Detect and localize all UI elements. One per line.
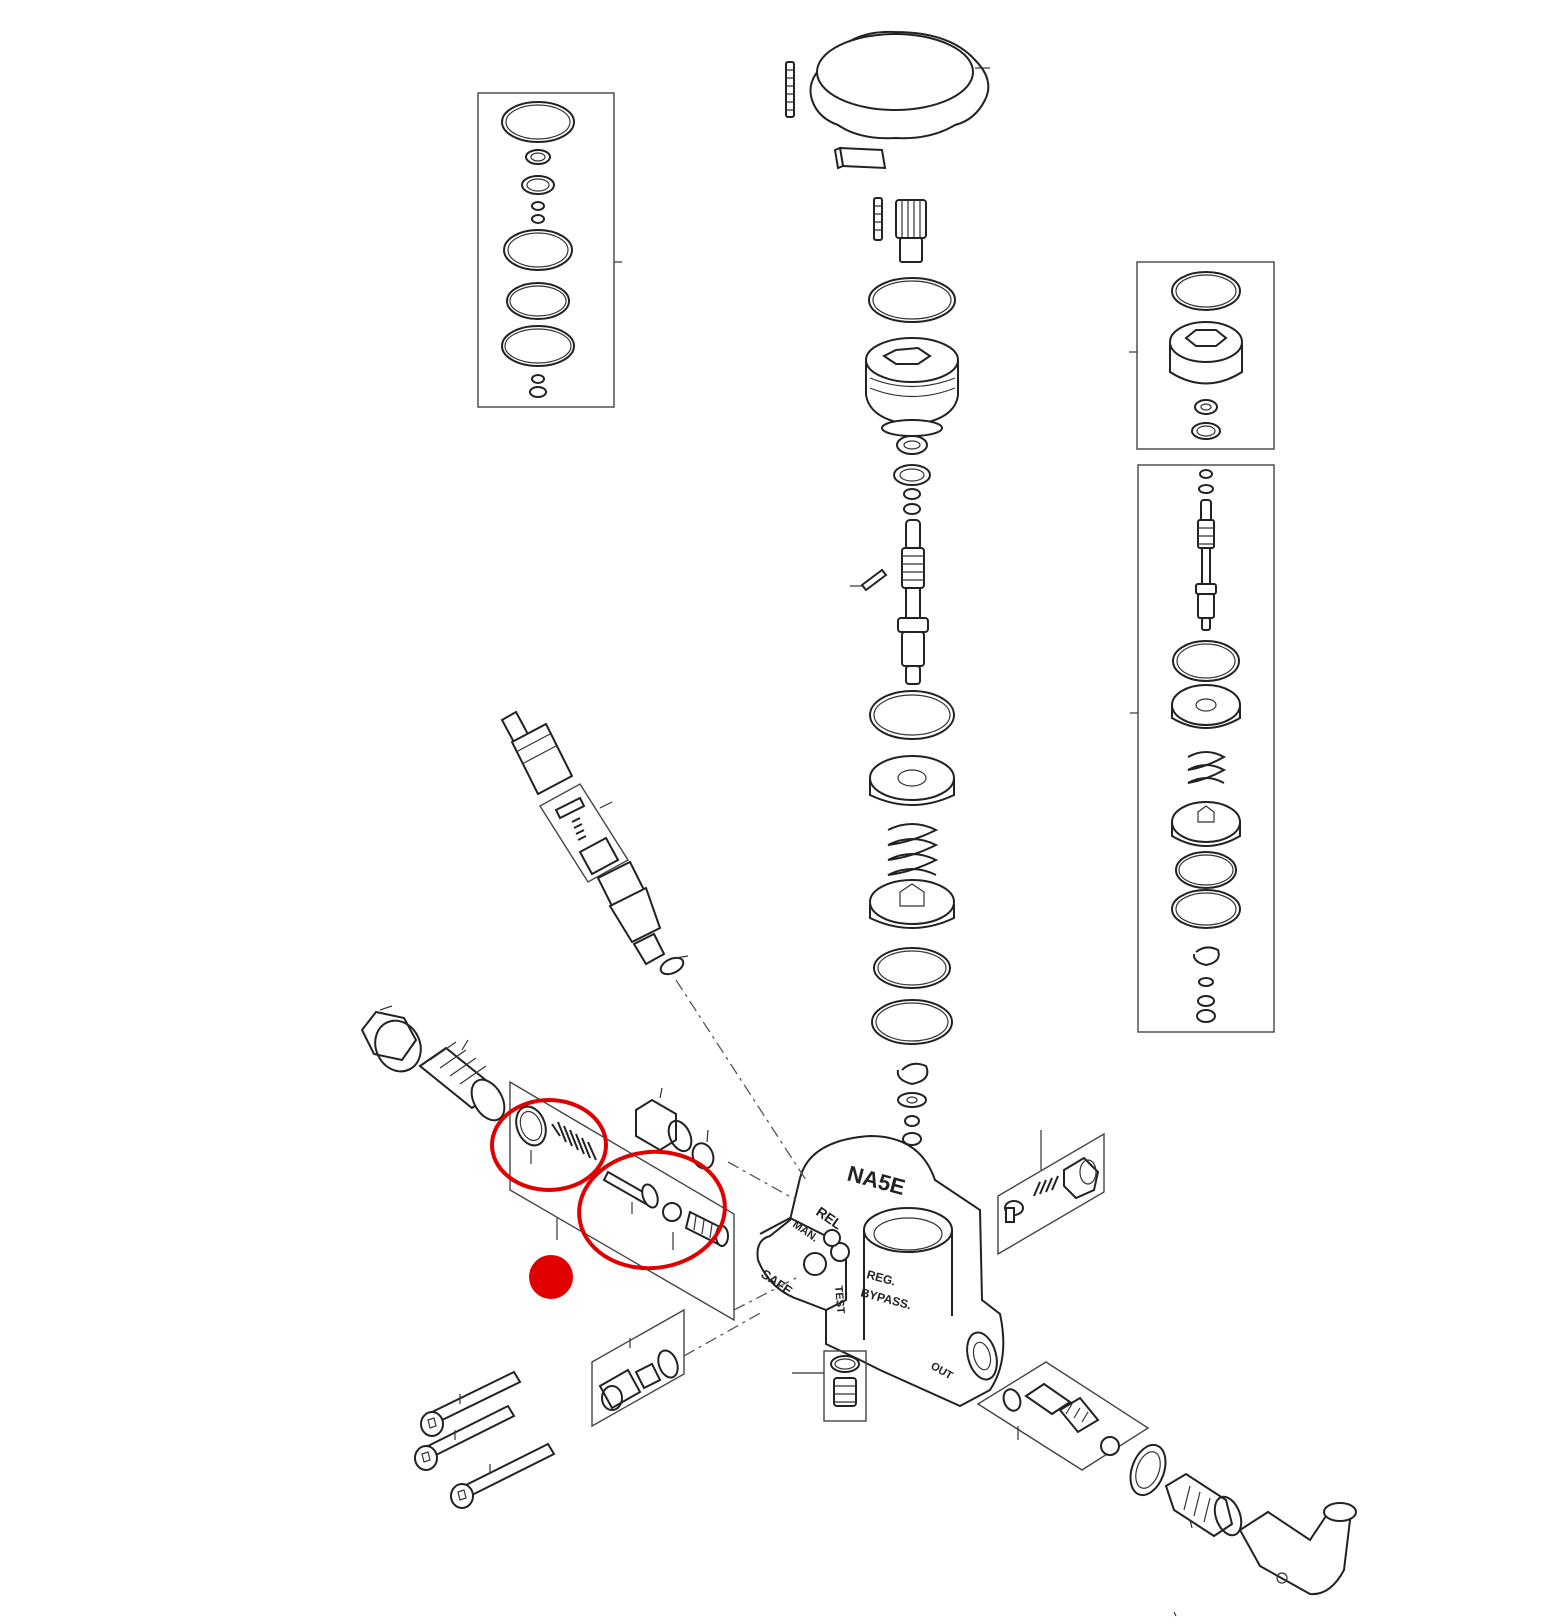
circlip xyxy=(896,1062,929,1086)
hose-barb-assembly xyxy=(500,710,574,796)
stem-kit-box xyxy=(1130,464,1275,1033)
injector-fitting xyxy=(596,860,689,976)
plug-fitting xyxy=(635,1087,693,1153)
threaded-sleeve xyxy=(418,1039,506,1122)
drain-plug-kit-box xyxy=(792,1350,867,1422)
pin xyxy=(850,568,888,592)
check-valve-kit-box xyxy=(997,1130,1105,1256)
valve-body: NA5E MAN. REL SAFE TEST REG. BYPASS. OUT xyxy=(756,1134,1005,1408)
body-label-test: TEST xyxy=(832,1285,846,1314)
outlet-elbow xyxy=(1173,1502,1357,1617)
spring-seat-lower xyxy=(869,879,955,929)
spring-seat-upper xyxy=(869,755,955,806)
cap-screw-1 xyxy=(420,1370,522,1437)
stem-washers-bottom xyxy=(897,1092,927,1146)
valve-stem xyxy=(897,519,929,685)
set-screw-small xyxy=(873,197,883,241)
relief-o-ring xyxy=(515,1105,547,1164)
stem-washers-top xyxy=(893,435,931,515)
o-ring-large-3 xyxy=(873,947,951,989)
o-ring-large-4 xyxy=(871,999,953,1045)
outlet-washer xyxy=(1129,1443,1167,1497)
callout-red-dot xyxy=(529,1255,573,1299)
relief-ball xyxy=(662,1202,682,1222)
hex-nut-fitting xyxy=(360,1005,422,1073)
highlight-circle-seat xyxy=(577,1149,727,1271)
highlight-circle-spring xyxy=(490,1098,608,1192)
cap-kit-box xyxy=(1129,261,1275,450)
injector-kit-box xyxy=(539,783,629,883)
outlet-kit-box xyxy=(976,1361,1150,1471)
relief-piston xyxy=(602,1170,659,1214)
cap-screw-3 xyxy=(450,1442,556,1509)
outlet-adapter xyxy=(1164,1472,1243,1538)
main-spring xyxy=(887,823,939,876)
regulator-cap xyxy=(865,337,959,437)
key-block xyxy=(833,146,887,170)
set-screw-top xyxy=(785,61,795,118)
splined-adapter xyxy=(895,199,927,263)
bypass-fitting-kit-box xyxy=(591,1308,685,1428)
seal-kit-box xyxy=(477,92,622,408)
o-ring-large-1 xyxy=(868,277,956,323)
handwheel-knob xyxy=(809,30,990,140)
cap-screw-2 xyxy=(414,1404,516,1471)
o-ring-large-2 xyxy=(869,690,955,740)
relief-kit-box xyxy=(509,1080,735,1322)
relief-spring xyxy=(551,1121,597,1161)
assembly-center-lines xyxy=(675,979,807,1357)
